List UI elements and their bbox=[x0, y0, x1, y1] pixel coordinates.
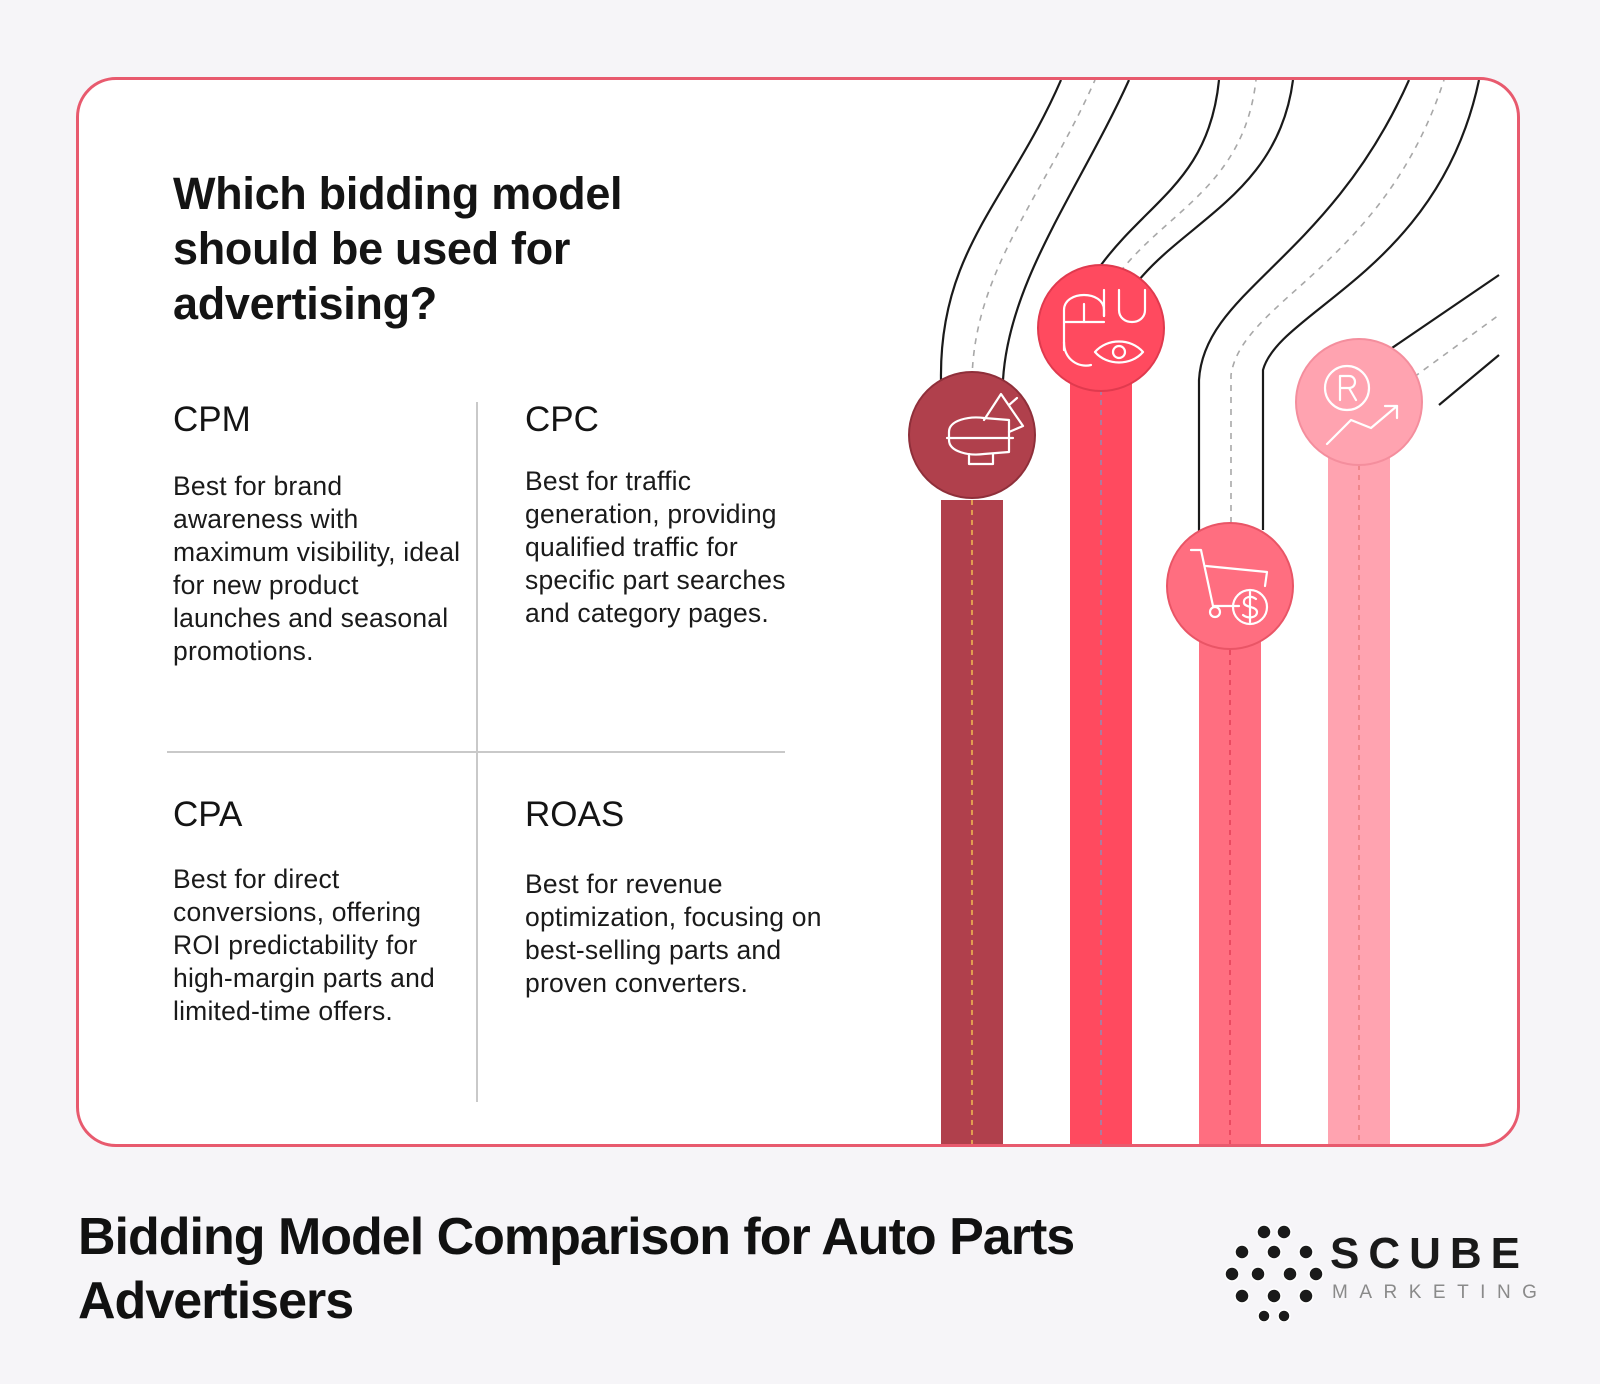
wavy-lines-dashed bbox=[971, 80, 1500, 535]
model-cpm-description: Best for brand awareness with maximum vi… bbox=[173, 471, 461, 666]
model-cpc-description: Best for traffic generation, providing q… bbox=[525, 466, 786, 628]
model-cpm: CPM Best for brand awareness with maximu… bbox=[173, 400, 463, 668]
wave-roas-upper bbox=[1388, 274, 1500, 351]
pipeline-illustration bbox=[908, 80, 1500, 1144]
cart-dollar-badge bbox=[1166, 522, 1294, 650]
wave-roas-lower bbox=[1438, 354, 1500, 406]
grid-divider-horizontal bbox=[167, 751, 785, 753]
brand-tagline: MARKETING bbox=[1332, 1282, 1549, 1303]
wave-cpm-dashed bbox=[971, 80, 1096, 381]
cart-dollar-icon bbox=[1189, 548, 1269, 626]
model-roas-title: ROAS bbox=[525, 795, 625, 834]
infographic-card: Which bidding model should be used for a… bbox=[76, 77, 1520, 1147]
megaphone-badge bbox=[908, 371, 1036, 499]
model-cpa-description: Best for direct conversions, offering RO… bbox=[173, 864, 435, 1026]
mouse-eye-icon bbox=[1062, 288, 1147, 367]
scube-logo-mark bbox=[1224, 1224, 1324, 1322]
registered-growth-icon bbox=[1323, 364, 1399, 446]
model-cpm-title: CPM bbox=[173, 400, 251, 439]
model-bars bbox=[941, 380, 1390, 1144]
wave-cpa-right bbox=[1261, 80, 1481, 530]
wave-cpa-left bbox=[1197, 80, 1411, 540]
logo-dots-icon bbox=[1224, 1224, 1324, 1322]
wave-cpc-dashed bbox=[1119, 80, 1257, 273]
model-cpc-title: CPC bbox=[525, 400, 599, 439]
wave-cpc-right bbox=[1138, 80, 1295, 281]
wave-cpa-dashed bbox=[1230, 80, 1445, 535]
wave-roas-dashed bbox=[1413, 314, 1500, 378]
wave-cpc-left bbox=[1100, 80, 1221, 266]
wave-cpm-left bbox=[939, 80, 1063, 381]
mouse-eye-badge bbox=[1037, 264, 1165, 392]
model-roas-description: Best for revenue optimization, focusing … bbox=[525, 869, 822, 998]
bar-centerlines bbox=[971, 380, 1360, 1144]
model-cpa: CPA Best for direct conversions, offerin… bbox=[173, 795, 473, 1028]
model-cpc: CPC Best for traffic generation, providi… bbox=[525, 400, 825, 630]
wave-cpm-right bbox=[1001, 80, 1131, 381]
footer-title: Bidding Model Comparison for Auto Parts … bbox=[78, 1208, 1075, 1330]
model-cpa-title: CPA bbox=[173, 795, 243, 834]
model-roas: ROAS Best for revenue optimization, focu… bbox=[525, 795, 825, 1000]
megaphone-icon bbox=[945, 392, 1025, 466]
question-heading: Which bidding model should be used for a… bbox=[173, 168, 623, 329]
registered-growth-badge bbox=[1295, 338, 1423, 466]
brand-name: SCUBE bbox=[1330, 1229, 1530, 1278]
wavy-lines-solid bbox=[939, 80, 1500, 540]
